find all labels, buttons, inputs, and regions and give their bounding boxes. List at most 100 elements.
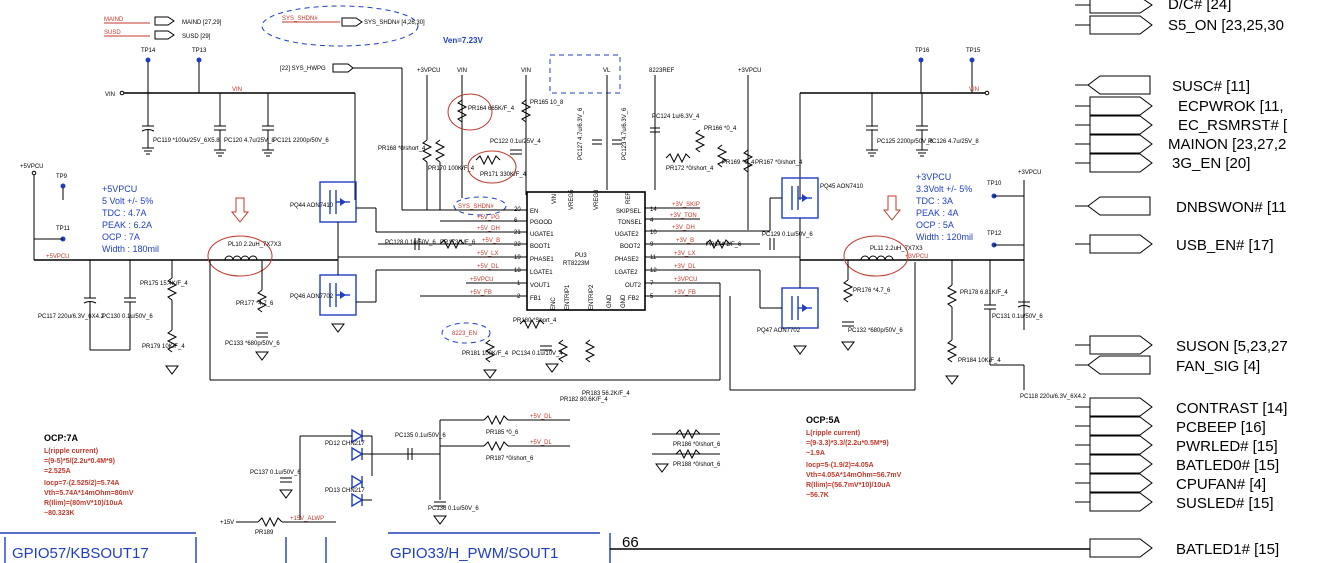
svg-text:PR172 *0/short_4: PR172 *0/short_4 (666, 166, 714, 172)
cap-pc126: PC126 4.7u/25V_8 (916, 93, 979, 150)
svg-text:+5V_B: +5V_B (482, 238, 500, 244)
svg-text:~56.7K: ~56.7K (806, 492, 829, 499)
res-pr180: PR180 *Short_4 (513, 318, 557, 330)
svg-text:66: 66 (622, 534, 639, 551)
cap-pc131: PC131 0.1u/50V_6 (984, 260, 1043, 365)
svg-text:BATLED1# [15]: BATLED1# [15] (1176, 541, 1279, 558)
svg-text:PR180 *Short_4: PR180 *Short_4 (513, 318, 557, 324)
svg-text:PR175 15.4K/F_4: PR175 15.4K/F_4 (140, 281, 188, 287)
svg-text:+5VPCU: +5VPCU (46, 254, 70, 260)
pr171-highlight (467, 150, 517, 184)
svg-text:PR184 10K/F_4: PR184 10K/F_4 (958, 358, 1001, 364)
svg-text:SUSLED# [15]: SUSLED# [15] (1176, 495, 1274, 512)
svg-text:PD13 CHN217: PD13 CHN217 (325, 488, 365, 494)
svg-text:PR165 10_8: PR165 10_8 (530, 100, 564, 106)
svg-text:REF: REF (626, 192, 632, 204)
svg-text:RT8223M: RT8223M (563, 261, 589, 267)
svg-text:DNBSWON# [11: DNBSWON# [11 (1176, 199, 1287, 216)
cap-pc118: PC118 220u/6.3V_6X4.2 (1017, 301, 1087, 400)
svg-text:PR164 665K/F_4: PR164 665K/F_4 (468, 106, 515, 112)
res-pr185: +5V_DL PR185 *0_6 (440, 414, 570, 436)
cap-pc123: PC123 4.7u/6.3V_6 (612, 107, 628, 160)
8223en-highlight (441, 322, 491, 344)
svg-text:VREG3: VREG3 (594, 189, 600, 210)
svg-text:+5V_DL: +5V_DL (530, 414, 553, 420)
cap-pc136: PC136 0.1u/50V_6 (428, 501, 479, 512)
svg-text:GND: GND (621, 294, 627, 308)
svg-text:+3VPCU: +3VPCU (905, 254, 929, 260)
svg-text:OCP:7A: OCP:7A (44, 433, 79, 443)
rail-vl: VL (603, 68, 611, 190)
svg-text:PC132 *680p/50V_6: PC132 *680p/50V_6 (848, 328, 903, 334)
svg-text:PR166 *0_4: PR166 *0_4 (704, 126, 737, 132)
svg-text:PR173 1/F_6: PR173 1/F_6 (440, 240, 476, 246)
svg-text:+5V_DL: +5V_DL (477, 264, 500, 270)
svg-text:PD12 CHN217: PD12 CHN217 (325, 441, 365, 447)
res-pr172: PR172 *0/short_4 (665, 152, 714, 172)
cap-pc137: PC137 0.1u/50V_6 (250, 470, 301, 483)
svg-text:TP10: TP10 (987, 181, 1002, 187)
cap-pc129: PC129 0.1u/50V_6 (762, 232, 813, 250)
testpoint-tp13: TP13 (192, 48, 207, 93)
net-flag-hwpg: [22] SYS_HWPG (280, 63, 403, 210)
testpoint-tp12: TP12 (987, 231, 1024, 248)
svg-text:PWRLED# [15]: PWRLED# [15] (1176, 438, 1278, 455)
svg-text:PC129 0.1u/50V_6: PC129 0.1u/50V_6 (762, 232, 813, 238)
svg-text:MAIND: MAIND (104, 17, 124, 23)
svg-text:SKIPSEL: SKIPSEL (616, 209, 642, 215)
svg-text:=(9-5)*5/(2.2u*0.4M*9): =(9-5)*5/(2.2u*0.4M*9) (44, 458, 115, 465)
svg-text:TDC : 3A: TDC : 3A (916, 196, 953, 206)
res-pr177: PR177 *4.7_6 (236, 260, 274, 313)
cap-pc121: PC121 2200p/50V_6 (262, 93, 329, 150)
right-signal-labels: D/C# [24] S5_ON [23,25,30 SUSC# [11] ECP… (1168, 0, 1288, 558)
svg-text:~1.9A: ~1.9A (806, 450, 825, 457)
svg-text:PC135 0.1u/50V_6: PC135 0.1u/50V_6 (395, 433, 446, 439)
svg-text:PC133 *680p/50V_6: PC133 *680p/50V_6 (225, 341, 280, 347)
svg-text:Iocp=5-(1.9/2)=4.05A: Iocp=5-(1.9/2)=4.05A (806, 462, 874, 469)
svg-text:BATLED0# [15]: BATLED0# [15] (1176, 457, 1279, 474)
svg-text:VIN: VIN (232, 87, 242, 93)
cap-pc128: PC128 0.1u/50V_6 (385, 238, 436, 250)
mosfet-pq47: PQ47 AON7702 (757, 287, 819, 334)
svg-text:+5V_PG: +5V_PG (477, 215, 500, 221)
svg-text:PC117 220u/6.3V_6X4.2: PC117 220u/6.3V_6X4.2 (38, 314, 105, 320)
svg-text:PCBEEP [16]: PCBEEP [16] (1176, 419, 1266, 436)
svg-text:UGATE1: UGATE1 (530, 232, 554, 238)
svg-text:PC136 0.1u/50V_6: PC136 0.1u/50V_6 (428, 506, 479, 512)
svg-text:GPIO57/KBSOUT17: GPIO57/KBSOUT17 (12, 545, 149, 562)
svg-text:14: 14 (650, 207, 657, 213)
svg-text:TP9: TP9 (56, 174, 68, 180)
svg-text:+3V_LX: +3V_LX (674, 251, 696, 257)
res-pr181: PR181 100K/F_4 (462, 339, 509, 363)
svg-text:PR167 *0/short_4: PR167 *0/short_4 (755, 160, 803, 166)
svg-text:PC124 1u/6.3V_4: PC124 1u/6.3V_4 (652, 114, 700, 120)
svg-text:12: 12 (650, 268, 657, 274)
svg-text:TP14: TP14 (141, 48, 156, 54)
cap-pc127: PC127 4.7u/6.3V_6 (578, 107, 602, 160)
svg-text:PC118 220u/6.3V_6X4.2: PC118 220u/6.3V_6X4.2 (1020, 394, 1087, 400)
svg-text:PC119 *100u/25V_6X5.8: PC119 *100u/25V_6X5.8 (153, 138, 220, 144)
svg-text:PR182 80.6K/F_4: PR182 80.6K/F_4 (560, 397, 608, 403)
svg-text:PQ44 AON7410: PQ44 AON7410 (290, 203, 334, 209)
sys-shdn-highlight (261, 5, 419, 47)
pl10-arrow (230, 197, 250, 223)
svg-text:EC_RSMRST# [: EC_RSMRST# [ (1178, 117, 1288, 134)
svg-text:PQ45 AON7410: PQ45 AON7410 (820, 184, 864, 190)
svg-text:BOOT1: BOOT1 (530, 244, 551, 250)
svg-text:OCP:5A: OCP:5A (806, 415, 841, 425)
svg-text:PHASE2: PHASE2 (615, 257, 639, 263)
svg-text:PC134 0.1u/10V_4: PC134 0.1u/10V_4 (512, 351, 563, 357)
res-pr169: PR169 *0_4 (716, 144, 755, 168)
res-pr183: PR183 56.2K/F_4 (582, 339, 630, 397)
svg-text:MAIND [27,29]: MAIND [27,29] (182, 20, 222, 26)
svg-text:PR189: PR189 (255, 530, 274, 536)
svg-text:PR188 *0/short_6: PR188 *0/short_6 (673, 462, 721, 468)
svg-text:PC125 2200p/50V_6: PC125 2200p/50V_6 (877, 139, 933, 145)
svg-text:PR183 56.2K/F_4: PR183 56.2K/F_4 (582, 391, 630, 397)
svg-text:OCP : 5A: OCP : 5A (916, 220, 954, 230)
svg-text:=(9-3.3)*3.3/(2.2u*0.5M*9): =(9-3.3)*3.3/(2.2u*0.5M*9) (806, 440, 889, 447)
svg-text:2: 2 (517, 294, 521, 300)
svg-text:ECPWROK [11,: ECPWROK [11, (1178, 98, 1284, 115)
ocp-left-calc: OCP:7A L(ripple current) =(9-5)*5/(2.2u*… (44, 433, 134, 517)
svg-text:GND: GND (607, 294, 613, 308)
